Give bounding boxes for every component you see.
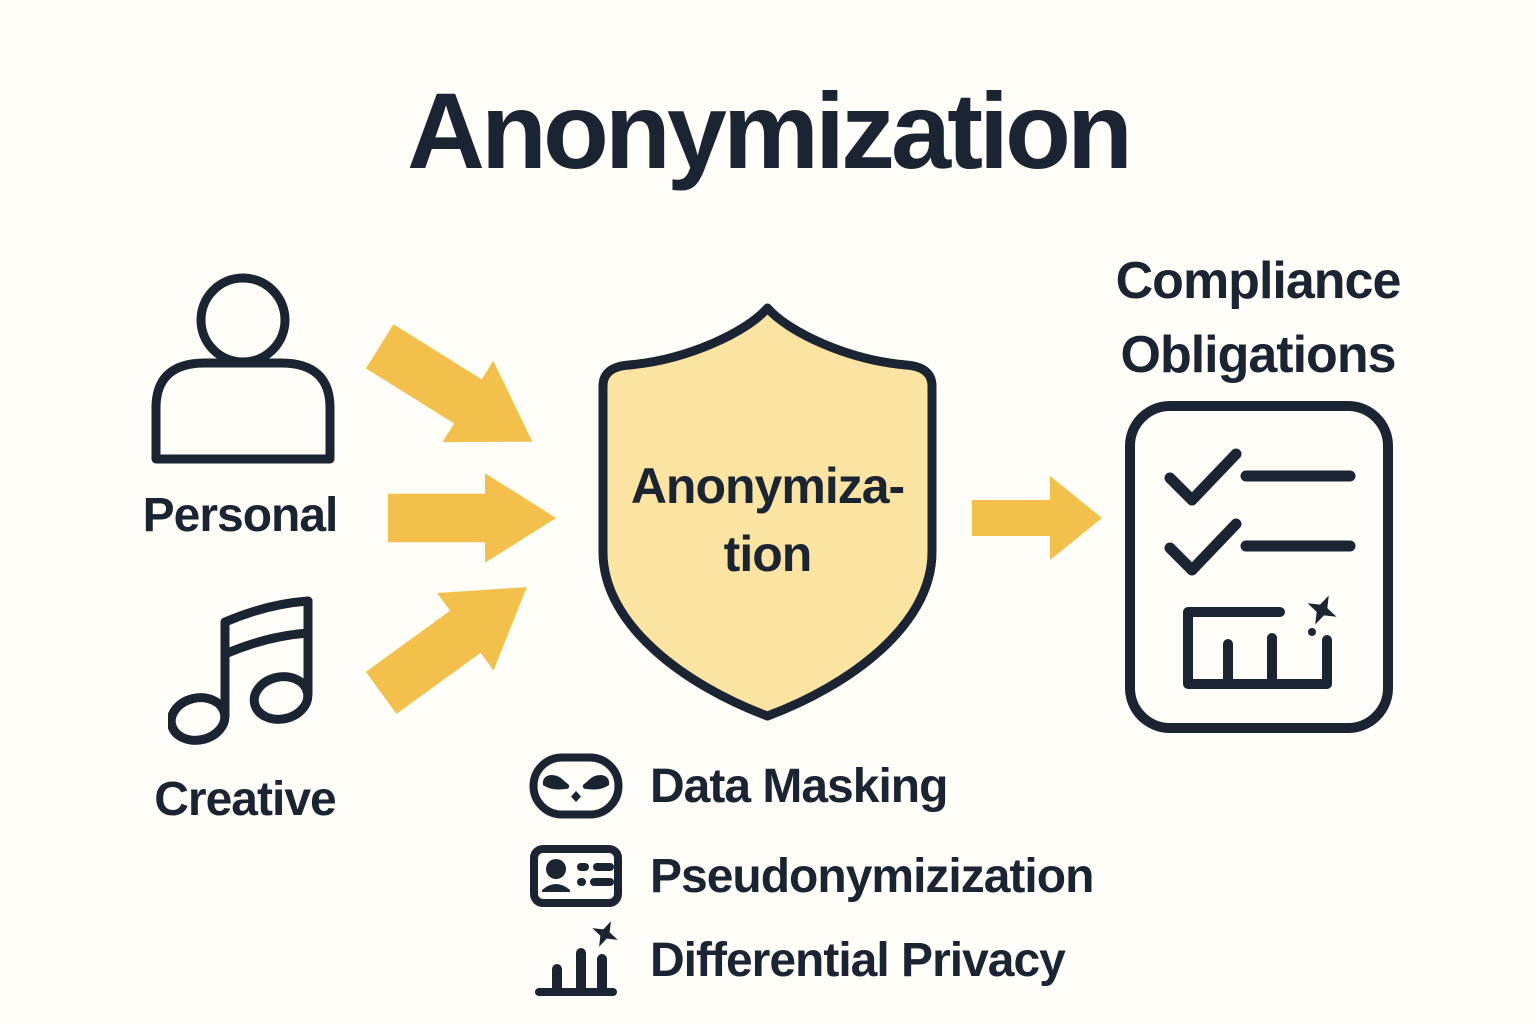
technique-row-data-masking: Data Masking [528,748,948,824]
technique-row-pseudonymizization: Pseudonymizization [528,838,1094,914]
personal-to-shield-arrow [340,295,573,492]
page-title: Anonymization [407,70,1133,191]
shield-label-line1: Anonymiza- [630,458,905,514]
technique-row-differential-privacy: Differential Privacy [528,919,1066,1001]
person-icon [148,262,338,464]
compliance-obligations-label: Compliance Obligations [1058,244,1458,392]
differential-privacy-label: Differential Privacy [650,933,1066,987]
middle-to-shield-arrow [388,468,556,568]
id-card-icon [528,845,624,907]
music-note-icon [168,586,318,750]
mask-icon [528,753,624,819]
data-masking-label: Data Masking [650,759,948,813]
compliance-label-line2: Obligations [1120,326,1397,384]
shield-label-line2: tion [723,526,813,582]
checklist-document-icon [1124,400,1394,735]
shield-label: Anonymiza- tion [595,452,940,588]
creative-to-shield-arrow [331,531,577,748]
pseudonymizization-label: Pseudonymizization [650,849,1094,903]
shield-icon [595,302,940,722]
creative-label: Creative [154,773,336,826]
bar-chart-sparkle-icon [528,919,624,1001]
shield-to-compliance-arrow [972,472,1102,564]
personal-label: Personal [142,489,339,542]
compliance-label-line1: Compliance [1115,252,1402,310]
